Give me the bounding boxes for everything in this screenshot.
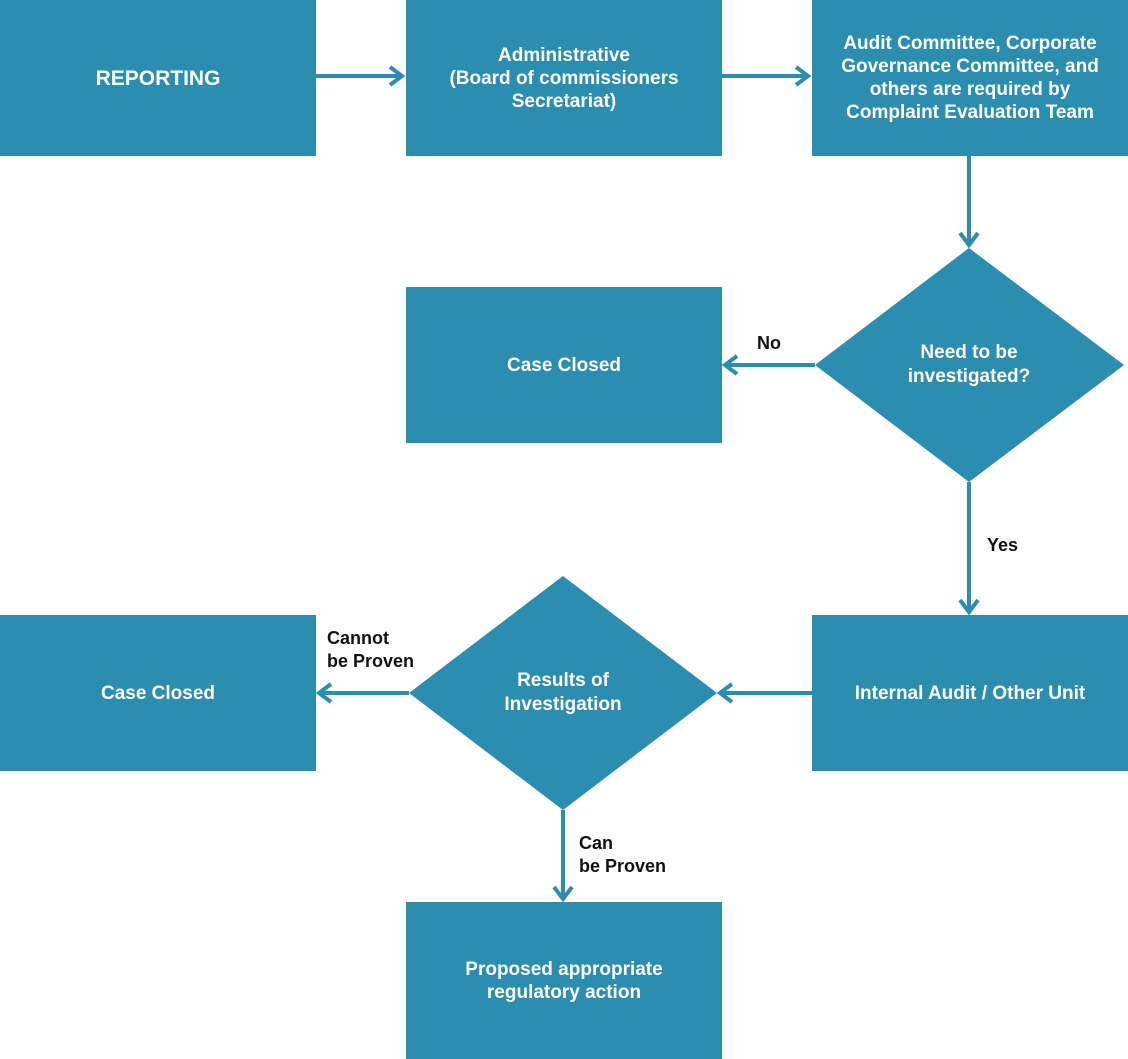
edge-label-cannot-be-proven: Cannot be Proven bbox=[327, 628, 415, 671]
node-case-closed-2: Case Closed bbox=[0, 615, 316, 771]
arrowhead-internal-audit-to-results bbox=[716, 682, 734, 704]
edge-label-no: No bbox=[757, 333, 781, 353]
node-administrative: Administrative (Board of commissioners S… bbox=[406, 0, 722, 156]
arrowhead-decision-to-internal-audit bbox=[958, 598, 980, 616]
node-results-of-investigation: Results of Investigation bbox=[504, 670, 622, 715]
node-reporting: REPORTING bbox=[0, 0, 316, 156]
decision-diamond-investigate bbox=[815, 248, 1124, 482]
arrowhead-decision-to-closed bbox=[721, 354, 739, 376]
node-proposed-action: Proposed appropriate regulatory action bbox=[406, 902, 722, 1059]
arrowhead-results-to-proposed bbox=[552, 885, 574, 903]
edge-label-yes: Yes bbox=[987, 535, 1019, 555]
edge-label-can-be-proven: Can be Proven bbox=[579, 833, 667, 876]
arrowhead-admin-to-committees bbox=[794, 65, 812, 87]
node-committees: Audit Committee, Corporate Governance Co… bbox=[812, 0, 1128, 156]
arrowhead-committees-to-decision bbox=[958, 231, 980, 249]
node-internal-audit: Internal Audit / Other Unit bbox=[812, 615, 1128, 771]
arrowhead-results-to-closed bbox=[315, 682, 333, 704]
node-need-investigation: Need to be investigated? bbox=[907, 342, 1031, 387]
decision-diamond-results bbox=[409, 576, 717, 810]
arrowhead-reporting-to-admin bbox=[388, 65, 406, 87]
node-case-closed-1: Case Closed bbox=[406, 287, 722, 443]
